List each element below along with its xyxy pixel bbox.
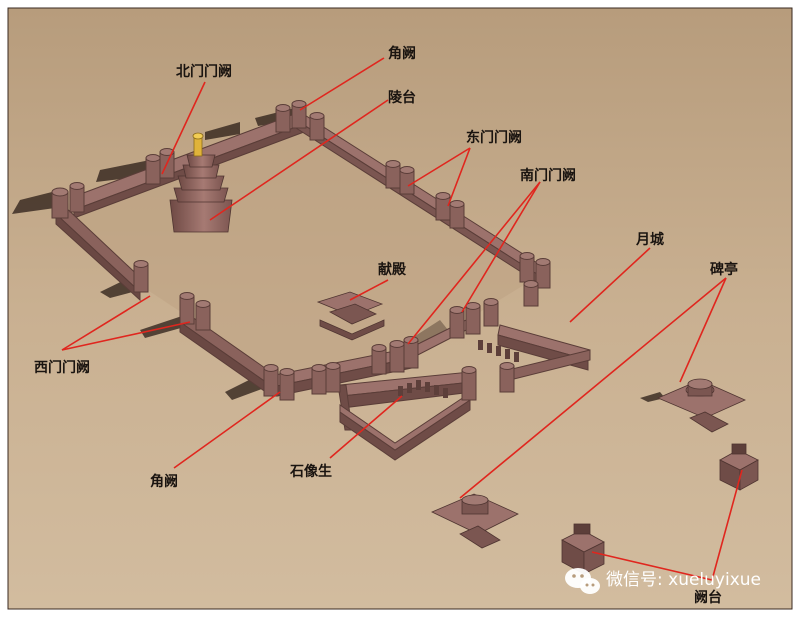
label-stele-pavilion: 碑亭: [710, 261, 738, 278]
wechat-icon: [565, 568, 600, 594]
label-west-gate: 西门门阙: [34, 359, 90, 376]
stele-pavilion-right: [656, 378, 746, 433]
stone-statues: [398, 340, 519, 398]
towers: [51, 100, 551, 401]
label-que-platform: 阙台: [694, 589, 722, 606]
stele-pavilion-left: [431, 493, 519, 549]
watermark-text: 微信号: xueluyixue: [606, 570, 761, 590]
que-platform-right: [719, 443, 759, 491]
tomb-mound-pyramid: [169, 132, 233, 233]
label-corner-bottom: 角阙: [150, 473, 178, 490]
label-moon-city: 月城: [635, 231, 664, 248]
outer-walls: [55, 111, 546, 397]
leader-lines: [61, 57, 743, 581]
label-north-gate: 北门门阙: [176, 63, 232, 80]
label-stone-statues: 石像生: [289, 463, 332, 480]
label-east-gate: 东门门阙: [466, 129, 522, 146]
label-tomb-mound: 陵台: [388, 89, 416, 106]
offering-hall: [316, 291, 385, 341]
moon-city-walls: [337, 324, 591, 461]
que-platform-left: [561, 523, 605, 575]
label-offering-hall: 献殿: [378, 261, 407, 278]
frame-border: [7, 7, 793, 610]
label-south-gate: 南门门阙: [520, 167, 576, 184]
watermark: 微信号: xueluyixue: [565, 568, 761, 594]
label-corner-top: 角阙: [388, 45, 416, 62]
